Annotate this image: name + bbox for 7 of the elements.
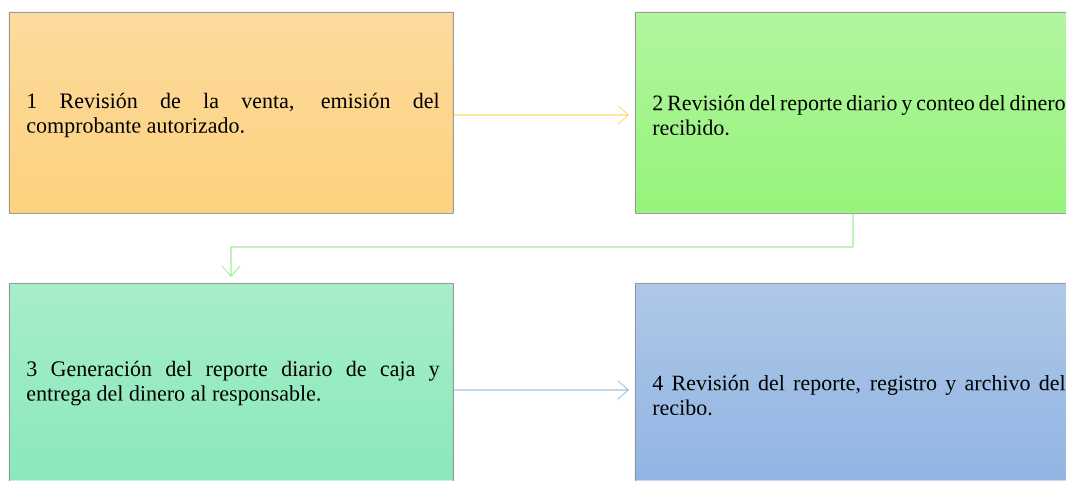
process-box: 2 Revisión del reporte diario y conteo del dinero recibido. xyxy=(635,12,1066,214)
process-box: 3 Generación del reporte diario de caja y entrega del dinero al responsable. xyxy=(9,283,454,481)
arrow xyxy=(453,380,629,400)
arrow xyxy=(453,105,629,125)
arrow xyxy=(221,213,854,277)
process-box: 4 Revisión del reporte, registro y archivo del recibo. xyxy=(635,283,1066,481)
process-box: 1 Revisión de la venta, emisión del comprobante autorizado. xyxy=(9,12,454,214)
